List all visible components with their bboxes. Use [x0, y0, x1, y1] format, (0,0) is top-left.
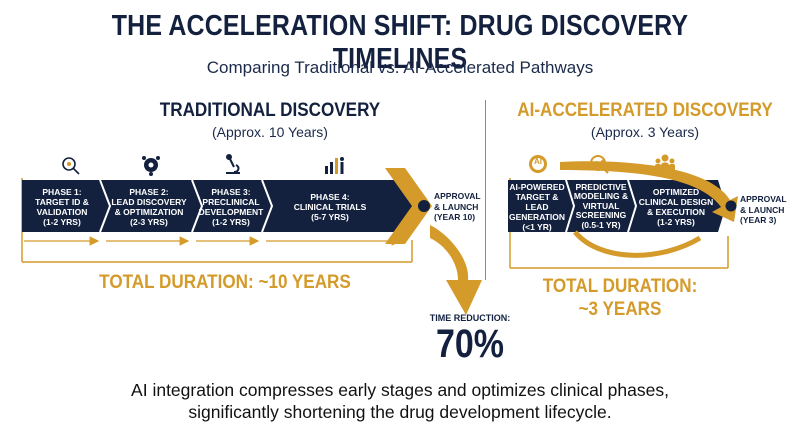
traditional-approval: APPROVAL& LAUNCH(YEAR 10): [434, 191, 481, 222]
traditional-total: TOTAL DURATION: ~10 YEARS: [99, 272, 351, 293]
traditional-band: [22, 180, 418, 232]
ai-swoosh-arrow: [560, 161, 738, 222]
traditional-phase-1: PHASE 1:TARGET ID &VALIDATION(1-2 YRS): [35, 186, 89, 227]
target-magnifier-icon: [62, 157, 80, 175]
traditional-subtitle: (Approx. 10 Years): [212, 124, 328, 140]
reduction-arrow: [430, 225, 482, 315]
page-subtitle: Comparing Traditional vs. AI-Accelerated…: [206, 58, 594, 77]
predictive-chart-icon: [590, 155, 609, 174]
bar-chart-person-icon: [325, 157, 344, 174]
footer-line-2: significantly shortening the drug develo…: [188, 402, 612, 422]
footer-line-1: AI integration compresses early stages a…: [131, 380, 669, 400]
ai-icon-label: AI: [534, 157, 542, 166]
section-divider: [485, 100, 486, 280]
team-people-icon: [655, 154, 675, 171]
ai-end-marker: [725, 200, 737, 212]
microscope-icon: [226, 154, 240, 174]
traditional-phase-4: PHASE 4:CLINICAL TRIALS(5-7 YRS): [293, 191, 367, 222]
ai-subtitle: (Approx. 3 Years): [590, 124, 700, 140]
ai-title: AI-ACCELERATED DISCOVERY: [517, 100, 773, 121]
traditional-end-marker: [418, 200, 430, 212]
traditional-phase-2: PHASE 2:LEAD DISCOVERY& OPTIMIZATION(2-3…: [111, 186, 187, 227]
traditional-title: TRADITIONAL DISCOVERY: [159, 100, 381, 121]
page-title: THE ACCELERATION SHIFT: DRUG DISCOVERY T…: [111, 10, 689, 75]
reduction-label: TIME REDUCTION:: [429, 313, 511, 323]
molecule-icon: [142, 156, 160, 176]
reduction-value: 70%: [435, 322, 505, 366]
ai-under-curve: [573, 230, 702, 258]
ai-approval: APPROVAL& LAUNCH(YEAR 3): [740, 194, 787, 225]
ai-band: [508, 180, 726, 232]
ai-chip-icon: [529, 155, 547, 173]
ai-separators: [565, 179, 638, 233]
ai-total: TOTAL DURATION:~3 YEARS: [542, 276, 698, 320]
traditional-separators: [99, 179, 274, 233]
